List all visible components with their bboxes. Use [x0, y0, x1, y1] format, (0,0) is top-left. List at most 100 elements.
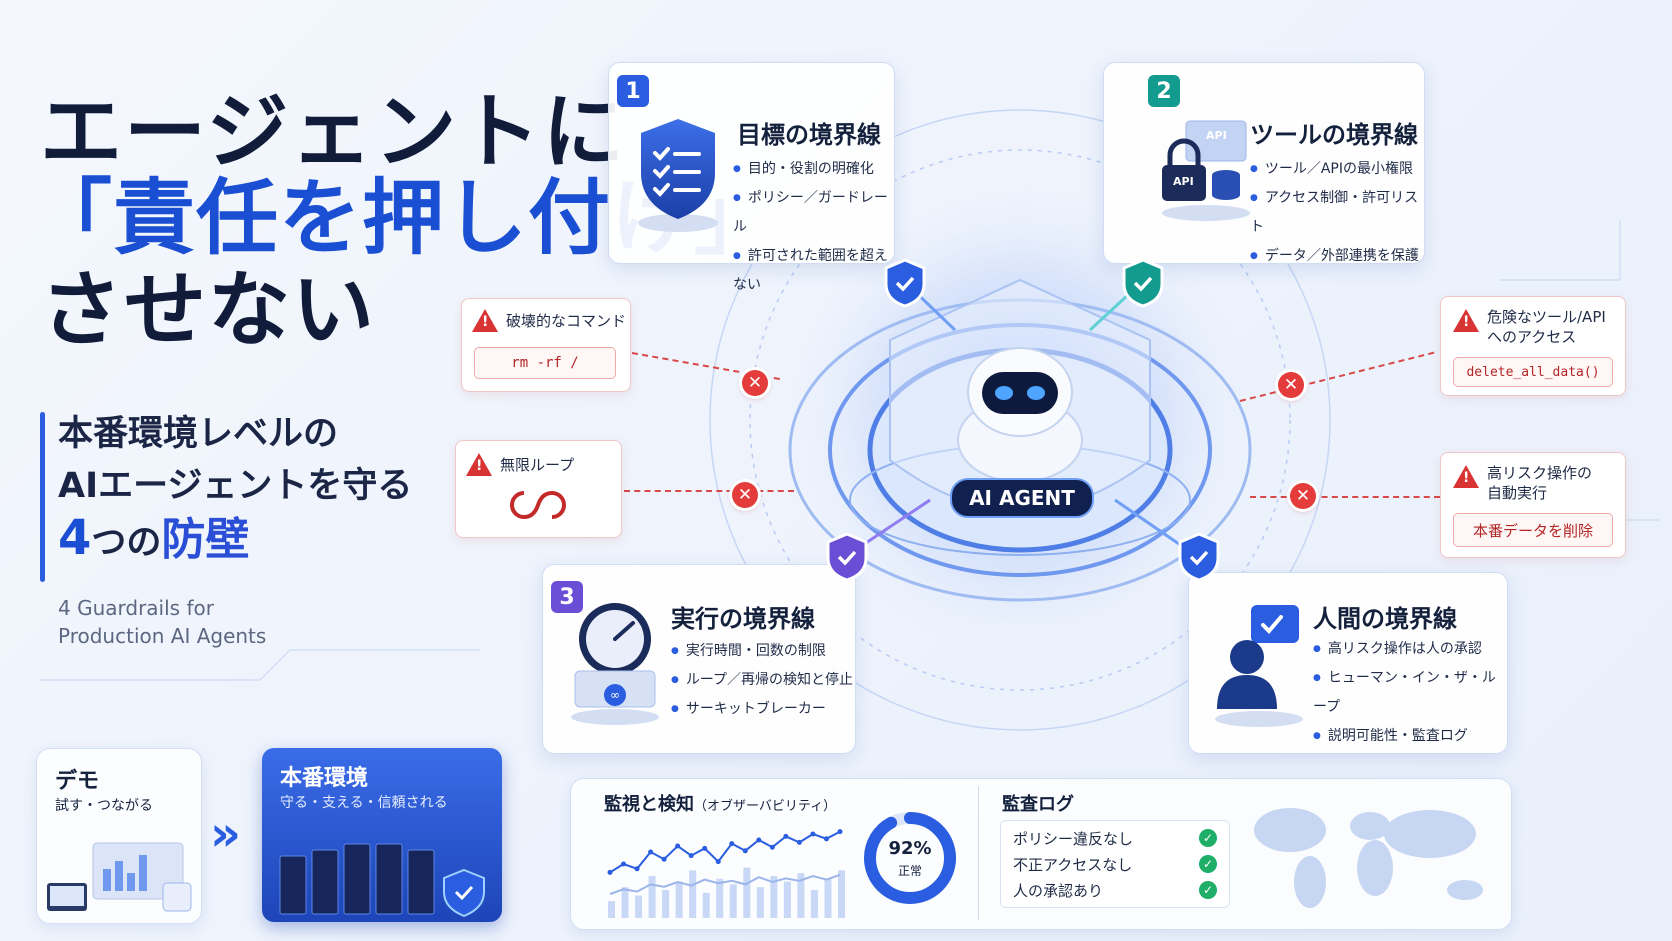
card-bullet: ポリシー／ガードレール	[733, 184, 894, 242]
prod-panel: 本番環境 守る・支える・信頼される	[262, 748, 502, 922]
card-title: ツールの境界線	[1250, 121, 1418, 149]
threat-high-risk-auto: 高リスク操作の 自動実行 本番データを削除	[1440, 452, 1626, 558]
demo-panel: デモ 試す・つながる	[36, 748, 202, 924]
chart-bar	[608, 901, 615, 918]
card-number: 3	[551, 581, 583, 613]
chart-bar	[838, 870, 845, 918]
threat-dangerous-tool: 危険なツール/API へのアクセス delete_all_data()	[1440, 296, 1626, 396]
english-subtitle: 4 Guardrails for Production AI Agents	[58, 594, 266, 650]
subtitle-accent-bar	[40, 412, 45, 582]
chart-point	[837, 829, 843, 835]
card-bullets: ツール／APIの最小権限 アクセス制御・許可リスト データ／外部連携を保護	[1250, 155, 1424, 271]
card-title: 目標の境界線	[737, 121, 881, 149]
health-gauge	[864, 812, 956, 904]
card-execution-boundary: 3 ∞ 実行の境界線 実行時間・回数の制限 ループ／再帰の検知と停止 サーキット…	[542, 564, 856, 754]
chart-bar	[797, 873, 805, 918]
api-label-lock: API	[1173, 175, 1194, 188]
shield-checklist-icon	[638, 119, 718, 232]
chart-point	[688, 853, 694, 859]
demo-title: デモ	[55, 769, 100, 794]
threat-code: 本番データを削除	[1453, 513, 1613, 547]
card-goal-boundary: 1 目標の境界線 目的・役割の明確化 ポリシー／ガードレール 許可された範囲を超…	[608, 62, 895, 293]
speedometer-icon: ∞	[571, 603, 659, 725]
audit-title: 監査ログ	[1002, 794, 1074, 815]
warning-icon	[466, 453, 492, 476]
threat-code: delete_all_data()	[1453, 357, 1613, 387]
threat-title: 無限ループ	[500, 456, 575, 474]
chart-bar	[689, 870, 697, 918]
threat-destructive-command: 破壊的なコマンド rm -rf /	[461, 298, 631, 392]
warning-icon	[1453, 309, 1479, 332]
chart-point	[729, 841, 735, 847]
threat-code: rm -rf /	[474, 347, 616, 379]
card-bullet: 許可された範囲を超えない	[733, 242, 894, 300]
lock-api-icon	[1162, 120, 1250, 221]
blocked-x-icon: ✕	[1278, 372, 1304, 398]
world-map-icon	[1254, 808, 1483, 908]
chart-bar	[621, 887, 629, 918]
chart-point	[783, 833, 789, 839]
card-bullet: 目的・役割の明確化	[733, 155, 894, 184]
gauge-status: 正常	[897, 864, 922, 878]
card-bullet: ヒューマン・イン・ザ・ループ	[1313, 664, 1507, 722]
card-bullet: アクセス制御・許可リスト	[1250, 184, 1424, 242]
person-chat-icon	[1215, 605, 1303, 727]
chart-point	[742, 848, 748, 854]
shield-badge-icon	[1178, 532, 1220, 582]
prod-title: 本番環境	[280, 766, 369, 791]
chart-bar	[770, 876, 778, 918]
card-bullets: 実行時間・回数の制限 ループ／再帰の検知と停止 サーキットブレーカー	[671, 637, 853, 724]
chart-point	[607, 869, 613, 875]
card-number: 2	[1148, 75, 1180, 107]
blocked-x-icon: ✕	[742, 370, 768, 396]
subtitle-line-3-tail: 防壁	[161, 514, 250, 565]
audit-row-label: 人の承認あり	[1013, 881, 1104, 900]
chart-bar	[743, 867, 751, 918]
chart-bar	[824, 878, 832, 918]
chart-point	[675, 843, 681, 849]
chart-point	[823, 836, 829, 842]
api-label-back: API	[1206, 129, 1227, 142]
monitoring-line-chart	[607, 829, 845, 918]
english-line-2: Production AI Agents	[58, 624, 267, 648]
threat-title: 破壊的なコマンド	[506, 312, 627, 330]
threat-title: 高リスク操作の 自動実行	[1487, 463, 1592, 503]
chart-series-line	[609, 830, 841, 874]
chart-series-line	[609, 873, 841, 895]
check-icon: ✓	[1199, 829, 1217, 847]
threat-title-line-1: 高リスク操作の	[1487, 464, 1593, 482]
warning-icon	[1453, 465, 1479, 488]
card-bullet: 高リスク操作は人の承認	[1313, 635, 1507, 664]
check-icon: ✓	[1199, 855, 1217, 873]
threat-infinite-loop: 無限ループ	[455, 440, 622, 538]
monitor-title-paren: （オブザーバビリティ）	[694, 799, 837, 814]
gauge-percent: 92%	[888, 838, 932, 859]
card-bullet: 実行時間・回数の制限	[671, 637, 853, 666]
chart-point	[715, 859, 721, 865]
audit-row: 人の承認あり ✓	[1013, 877, 1217, 903]
threat-title-line-1: 危険なツール/API	[1487, 308, 1606, 326]
chart-bar	[716, 878, 724, 918]
card-bullet: ツール／APIの最小権限	[1250, 155, 1424, 184]
audit-row-label: 不正アクセスなし	[1013, 855, 1133, 874]
hero-line-1: エージェントに	[40, 85, 627, 180]
card-human-boundary: 人間の境界線 高リスク操作は人の承認 ヒューマン・イン・ザ・ループ 説明可能性・…	[1188, 572, 1508, 754]
arrow-chevron: »	[210, 806, 242, 862]
shield-badge-icon	[826, 532, 868, 582]
chart-point	[756, 837, 762, 843]
subtitle-line-2: AIエージェントを守る	[58, 466, 413, 506]
threat-title: 危険なツール/API へのアクセス	[1487, 307, 1606, 347]
loop-icon	[510, 490, 566, 520]
chart-point	[634, 866, 640, 872]
check-icon: ✓	[1199, 881, 1217, 899]
card-title: 人間の境界線	[1313, 605, 1457, 633]
chart-bar	[756, 887, 764, 918]
chart-bar	[810, 890, 818, 918]
chart-point	[648, 849, 654, 855]
english-line-1: 4 Guardrails for	[58, 596, 214, 620]
card-bullets: 高リスク操作は人の承認 ヒューマン・イン・ザ・ループ 説明可能性・監査ログ	[1313, 635, 1507, 751]
shield-badge-icon	[1122, 258, 1164, 308]
hero-line-3: させない	[40, 263, 377, 358]
chart-point	[702, 845, 708, 851]
audit-row: 不正アクセスなし ✓	[1013, 851, 1217, 877]
